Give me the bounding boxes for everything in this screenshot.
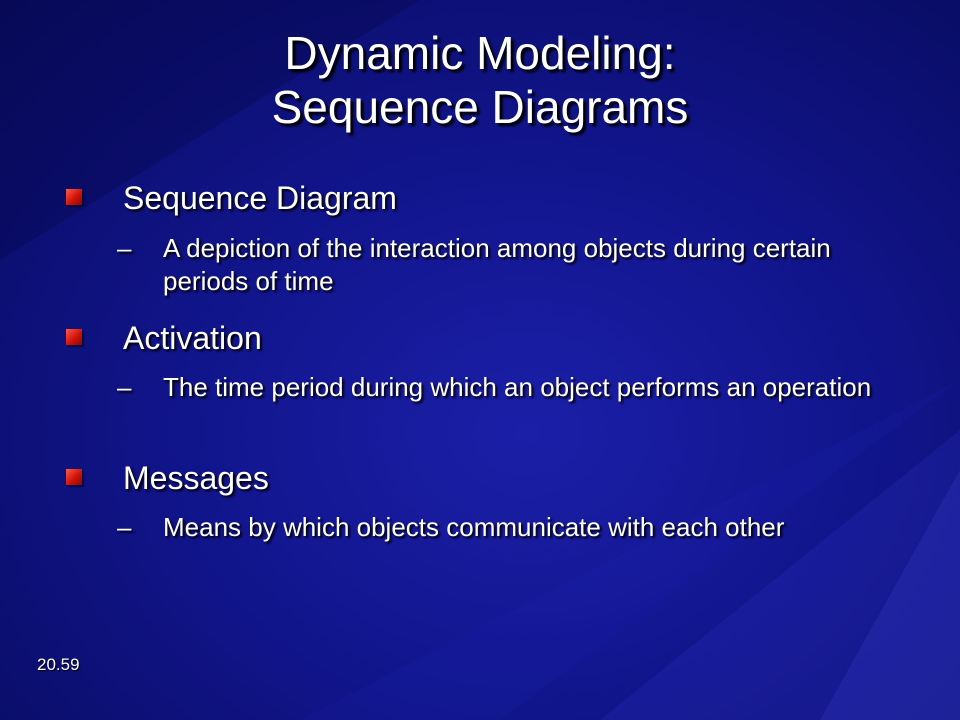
sub-item-text: A depiction of the interaction among obj… xyxy=(163,233,831,296)
bullet-label: Sequence Diagram xyxy=(123,180,397,216)
dash-marker: – xyxy=(117,372,132,402)
slide-title: Dynamic Modeling: Sequence Diagrams xyxy=(0,26,960,134)
red-square-bullet-icon xyxy=(66,329,82,345)
page-number: 20.59 xyxy=(37,655,80,674)
bullet-label: Activation xyxy=(123,320,262,356)
title-line-1: Dynamic Modeling: xyxy=(284,27,676,79)
red-square-bullet-icon xyxy=(66,189,82,205)
dash-marker: – xyxy=(117,512,132,542)
sub-item-text: Means by which objects communicate with … xyxy=(163,512,785,542)
red-square-bullet-icon xyxy=(66,469,82,485)
bullet-label: Messages xyxy=(123,460,269,496)
sub-item-text: The time period during which an object p… xyxy=(163,372,872,402)
title-line-2: Sequence Diagrams xyxy=(271,81,689,133)
dash-marker: – xyxy=(117,233,132,263)
